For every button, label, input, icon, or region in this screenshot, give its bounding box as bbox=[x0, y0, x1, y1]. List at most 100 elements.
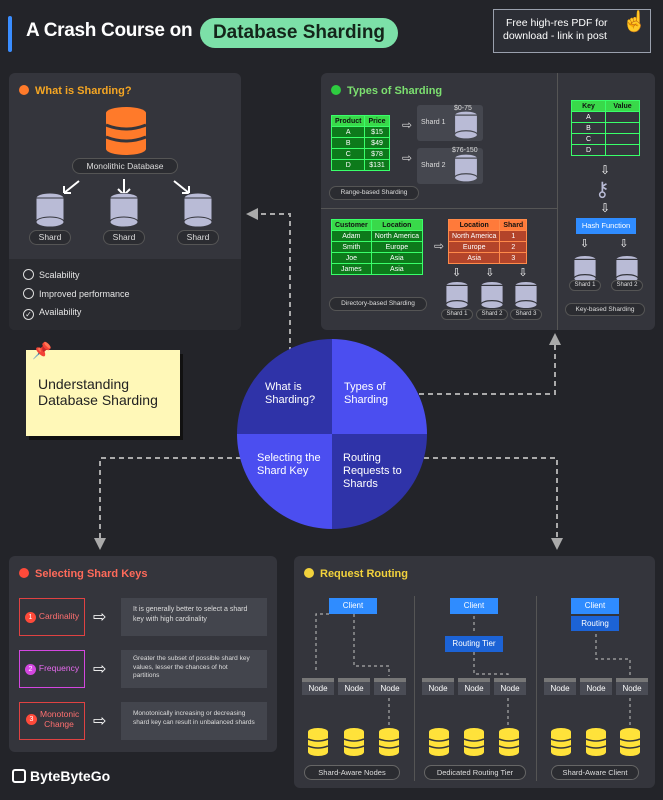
directory-based-label: Directory-based Sharding bbox=[329, 297, 427, 311]
benefit-text: Improved performance bbox=[39, 289, 130, 299]
key-label: Frequency bbox=[38, 663, 80, 673]
number-badge: 1 bbox=[24, 612, 36, 623]
brand-icon bbox=[12, 769, 26, 783]
shard-name: Shard 1 bbox=[421, 119, 446, 126]
right-arrow-icon: ⇨ bbox=[93, 713, 107, 730]
shard-label: Shard 3 bbox=[510, 309, 542, 320]
keys-title-text: Selecting Shard Keys bbox=[35, 568, 148, 580]
dedicated-routing-tier-label: Dedicated Routing Tier bbox=[424, 765, 526, 780]
right-arrow-icon: ⇨ bbox=[402, 118, 413, 132]
pdf-download-box[interactable]: Free high-res PDF for download - link in… bbox=[493, 9, 651, 53]
down-arrow-icon: ⇩ bbox=[600, 163, 611, 177]
node-box: Node bbox=[374, 678, 406, 695]
divider-horizontal bbox=[321, 208, 557, 209]
down-arrow-icon: ⇩ bbox=[600, 201, 611, 215]
page-title: A Crash Course on bbox=[26, 20, 193, 41]
key-based-label: Key-based Sharding bbox=[565, 303, 645, 316]
lookup-cell: 3 bbox=[499, 252, 528, 264]
types-title-text: Types of Sharding bbox=[347, 85, 443, 97]
benefit-availability: ✓ Availability bbox=[23, 307, 81, 320]
quadrant-text: What is Sharding? bbox=[265, 381, 316, 406]
pdf-line-1: Free high-res PDF for bbox=[506, 17, 608, 29]
node-box: Node bbox=[494, 678, 526, 695]
right-arrow-icon: ⇨ bbox=[434, 239, 445, 253]
request-routing-panel: Request Routing Client Node Node Node Cl… bbox=[294, 556, 655, 788]
node-box: Node bbox=[422, 678, 454, 695]
quadrant-selecting[interactable]: Selecting the Shard Key bbox=[237, 434, 332, 529]
shard-name: Shard 2 bbox=[421, 162, 446, 169]
shard-stack-icons bbox=[307, 728, 641, 757]
shard-aware-client-label: Shard-Aware Client bbox=[551, 765, 639, 780]
what-is-title-text: What is Sharding? bbox=[35, 85, 132, 97]
quadrant-text: Types of Sharding bbox=[344, 381, 389, 406]
note-line-1: Understanding bbox=[38, 376, 130, 392]
number-badge: 3 bbox=[26, 713, 37, 725]
range-value: $76-150 bbox=[452, 147, 478, 154]
hash-function-box: Hash Function bbox=[576, 218, 636, 234]
quadrant-text: Routing Requests to Shards bbox=[343, 452, 402, 490]
range-shard-2-box: Shard 2 bbox=[417, 148, 483, 184]
circle-icon bbox=[23, 288, 34, 299]
routing-title-text: Request Routing bbox=[320, 568, 408, 580]
routing-title: Request Routing bbox=[304, 568, 408, 580]
shard-label: Shard 2 bbox=[611, 280, 643, 291]
lookup-cell: Asia bbox=[447, 252, 501, 264]
orange-dot-icon bbox=[19, 85, 29, 95]
quadrant-types[interactable]: Types of Sharding bbox=[332, 339, 427, 434]
sticky-note: Understanding Database Sharding 📌 bbox=[26, 344, 180, 436]
benefit-scalability: Scalability bbox=[23, 269, 80, 280]
dir-cell: Asia bbox=[370, 263, 424, 275]
what-is-title: What is Sharding? bbox=[19, 85, 132, 97]
frequency-desc: Greater the subset of possible shard key… bbox=[121, 650, 267, 688]
client-box: Client bbox=[329, 598, 377, 614]
circle-icon bbox=[23, 269, 34, 280]
node-box: Node bbox=[580, 678, 612, 695]
keys-title: Selecting Shard Keys bbox=[19, 568, 148, 580]
pointing-hand-icon: ☝ bbox=[622, 11, 647, 33]
divider-vertical bbox=[536, 596, 537, 781]
dir-cell: James bbox=[331, 263, 372, 275]
shard-label: Shard bbox=[29, 230, 71, 245]
benefit-performance: Improved performance bbox=[23, 288, 130, 299]
down-arrows: ⇩⇩⇩ bbox=[452, 267, 552, 279]
benefit-text: Scalability bbox=[39, 270, 80, 280]
brand-name: ByteByteGo bbox=[30, 768, 111, 784]
value-cell bbox=[605, 144, 640, 156]
types-title: Types of Sharding bbox=[331, 85, 442, 97]
client-box: Client bbox=[450, 598, 498, 614]
quadrant-what-is[interactable]: What is Sharding? bbox=[237, 339, 332, 434]
divider-vertical bbox=[557, 73, 558, 330]
node-box: Node bbox=[458, 678, 490, 695]
range-cell: $131 bbox=[364, 159, 390, 171]
range-shard-1-box: Shard 1 bbox=[417, 105, 483, 141]
routing-box: Routing bbox=[571, 616, 619, 631]
shard-label: Shard 1 bbox=[441, 309, 473, 320]
routing-dashed-lines bbox=[315, 613, 631, 726]
monotonic-desc: Monotonically increasing or decreasing s… bbox=[121, 702, 267, 740]
number-badge: 2 bbox=[24, 664, 36, 675]
check-circle-icon: ✓ bbox=[23, 309, 34, 320]
routing-tier-box: Routing Tier bbox=[445, 636, 503, 652]
topic-circle: What is Sharding? Types of Sharding Sele… bbox=[237, 339, 427, 529]
right-arrow-icon: ⇨ bbox=[93, 609, 107, 626]
range-value: $0-75 bbox=[454, 105, 472, 112]
range-header: Product bbox=[330, 115, 366, 127]
pdf-line-2: download - link in post bbox=[503, 30, 607, 42]
key-label: Cardinality bbox=[38, 611, 80, 621]
green-dot-icon bbox=[331, 85, 341, 95]
benefit-text: Availability bbox=[39, 307, 82, 317]
benefits-list: Scalability Improved performance ✓ Availa… bbox=[9, 259, 241, 330]
range-cell: C bbox=[330, 148, 366, 160]
shard-label: Shard 2 bbox=[476, 309, 508, 320]
node-box: Node bbox=[544, 678, 576, 695]
title-highlight: Database Sharding bbox=[200, 18, 398, 48]
right-arrow-icon: ⇨ bbox=[93, 661, 107, 678]
quadrant-routing[interactable]: Routing Requests to Shards bbox=[332, 434, 427, 529]
